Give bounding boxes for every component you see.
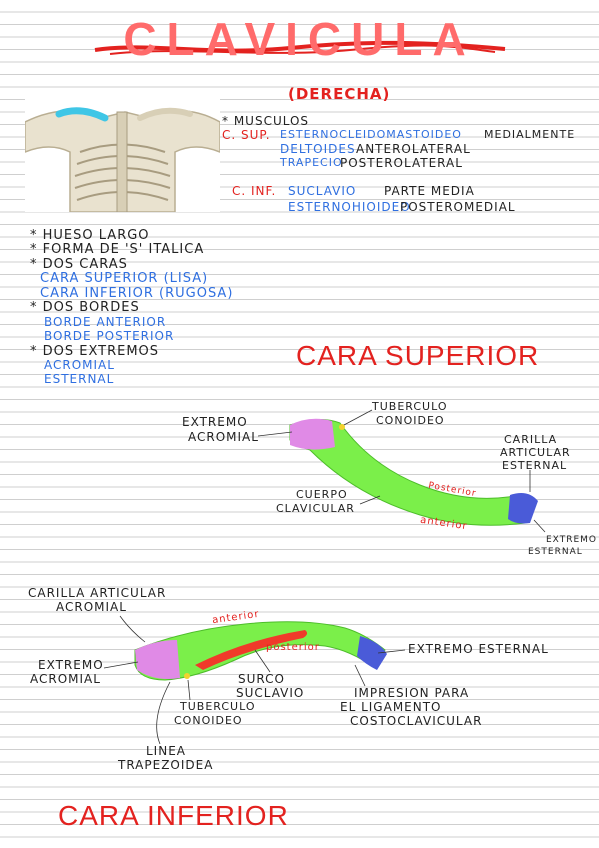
- sup2-pos: ANTEROLATERAL: [356, 142, 471, 156]
- thorax-skeleton-illustration: [25, 92, 220, 212]
- inf-tuberculo-2: CONOIDEO: [174, 714, 243, 727]
- inf-extremo-acromial-2: ACROMIAL: [30, 672, 101, 686]
- inf-impresion-1: IMPRESION PARA: [354, 686, 470, 700]
- feature-posterior-border: BORDE POSTERIOR: [44, 329, 175, 343]
- inferior-face-heading: CARA INFERIOR: [58, 800, 289, 831]
- sup-tuberculo-1: TUBERCULO: [372, 400, 448, 413]
- feature-two-ends: * DOS EXTREMOS: [30, 344, 160, 359]
- sup2-name: DELTOIDES: [280, 142, 356, 156]
- sup-tuberculo-2: CONOIDEO: [376, 414, 445, 427]
- inf-tuberculo-1: TUBERCULO: [180, 700, 256, 713]
- sup-carilla-1: CARILLA: [504, 433, 558, 446]
- inf-carilla-1: CARILLA ARTICULAR: [28, 586, 167, 600]
- sup1-name: ESTERNOCLEIDOMASTOIDEO: [280, 128, 462, 141]
- inf2-name: ESTERNOHIOIDEO: [288, 200, 411, 214]
- feature-acromial-end: ACROMIAL: [44, 358, 115, 372]
- inf-carilla-2: ACROMIAL: [56, 600, 127, 614]
- inf-linea-1: LINEA: [146, 744, 186, 758]
- inf-surco-2: SUCLAVIO: [236, 686, 305, 700]
- clavicle-superior-view: [289, 418, 538, 526]
- sup1-pos: MEDIALMENTE: [484, 128, 576, 141]
- inf-impresion-2: EL LIGAMENTO: [340, 700, 442, 714]
- sup-extremo-acromial-2: ACROMIAL: [188, 430, 259, 444]
- side-subtitle: (DERECHA): [288, 85, 391, 103]
- feature-anterior-border: BORDE ANTERIOR: [44, 315, 167, 329]
- inf-extremo-acromial-1: EXTREMO: [38, 658, 104, 672]
- sup-extremo-esternal-2: ESTERNAL: [528, 547, 583, 557]
- feature-s-shape: * FORMA DE 'S' ITALICA: [30, 242, 205, 257]
- page-title: CLAVICULA: [123, 13, 476, 65]
- inf-impresion-3: COSTOCLAVICULAR: [350, 714, 483, 728]
- sup3-pos: POSTEROLATERAL: [340, 156, 463, 170]
- muscles-heading: * MUSCULOS: [222, 114, 310, 128]
- sup-extremo-esternal-1: EXTREMO: [546, 535, 597, 545]
- sup-carilla-2: ARTICULAR: [500, 446, 571, 459]
- sup-cuerpo-2: CLAVICULAR: [276, 502, 355, 515]
- feature-superior-face: CARA SUPERIOR (LISA): [40, 271, 209, 286]
- feature-inferior-face: CARA INFERIOR (RUGOSA): [40, 286, 234, 301]
- inf-linea-2: TRAPEZOIDEA: [118, 758, 214, 772]
- inf1-name: SUCLAVIO: [288, 184, 357, 198]
- feature-two-borders: * DOS BORDES: [30, 300, 140, 315]
- inf1-pos: PARTE MEDIA: [384, 184, 475, 198]
- sup-extremo-acromial-1: EXTREMO: [182, 415, 248, 429]
- sup-label: C. SUP.: [222, 128, 271, 142]
- inf-extremo-esternal: EXTREMO ESTERNAL: [408, 642, 549, 656]
- inf-posterior-label: posterior: [266, 642, 320, 653]
- inf-label: C. INF.: [232, 184, 277, 198]
- sup-carilla-3: ESTERNAL: [502, 459, 568, 472]
- feature-sternal-end: ESTERNAL: [44, 372, 115, 386]
- inf2-pos: POSTEROMEDIAL: [400, 200, 516, 214]
- title-underline-scribble: [94, 40, 506, 55]
- feature-long-bone: * HUESO LARGO: [30, 228, 150, 243]
- sup-cuerpo-1: CUERPO: [296, 488, 348, 501]
- sup3-name: TRAPECIO: [280, 156, 343, 169]
- superior-face-heading: CARA SUPERIOR: [296, 340, 540, 371]
- clavicle-inferior-view: [134, 621, 387, 681]
- inf-surco-1: SURCO: [238, 672, 285, 686]
- feature-two-faces: * DOS CARAS: [30, 257, 128, 272]
